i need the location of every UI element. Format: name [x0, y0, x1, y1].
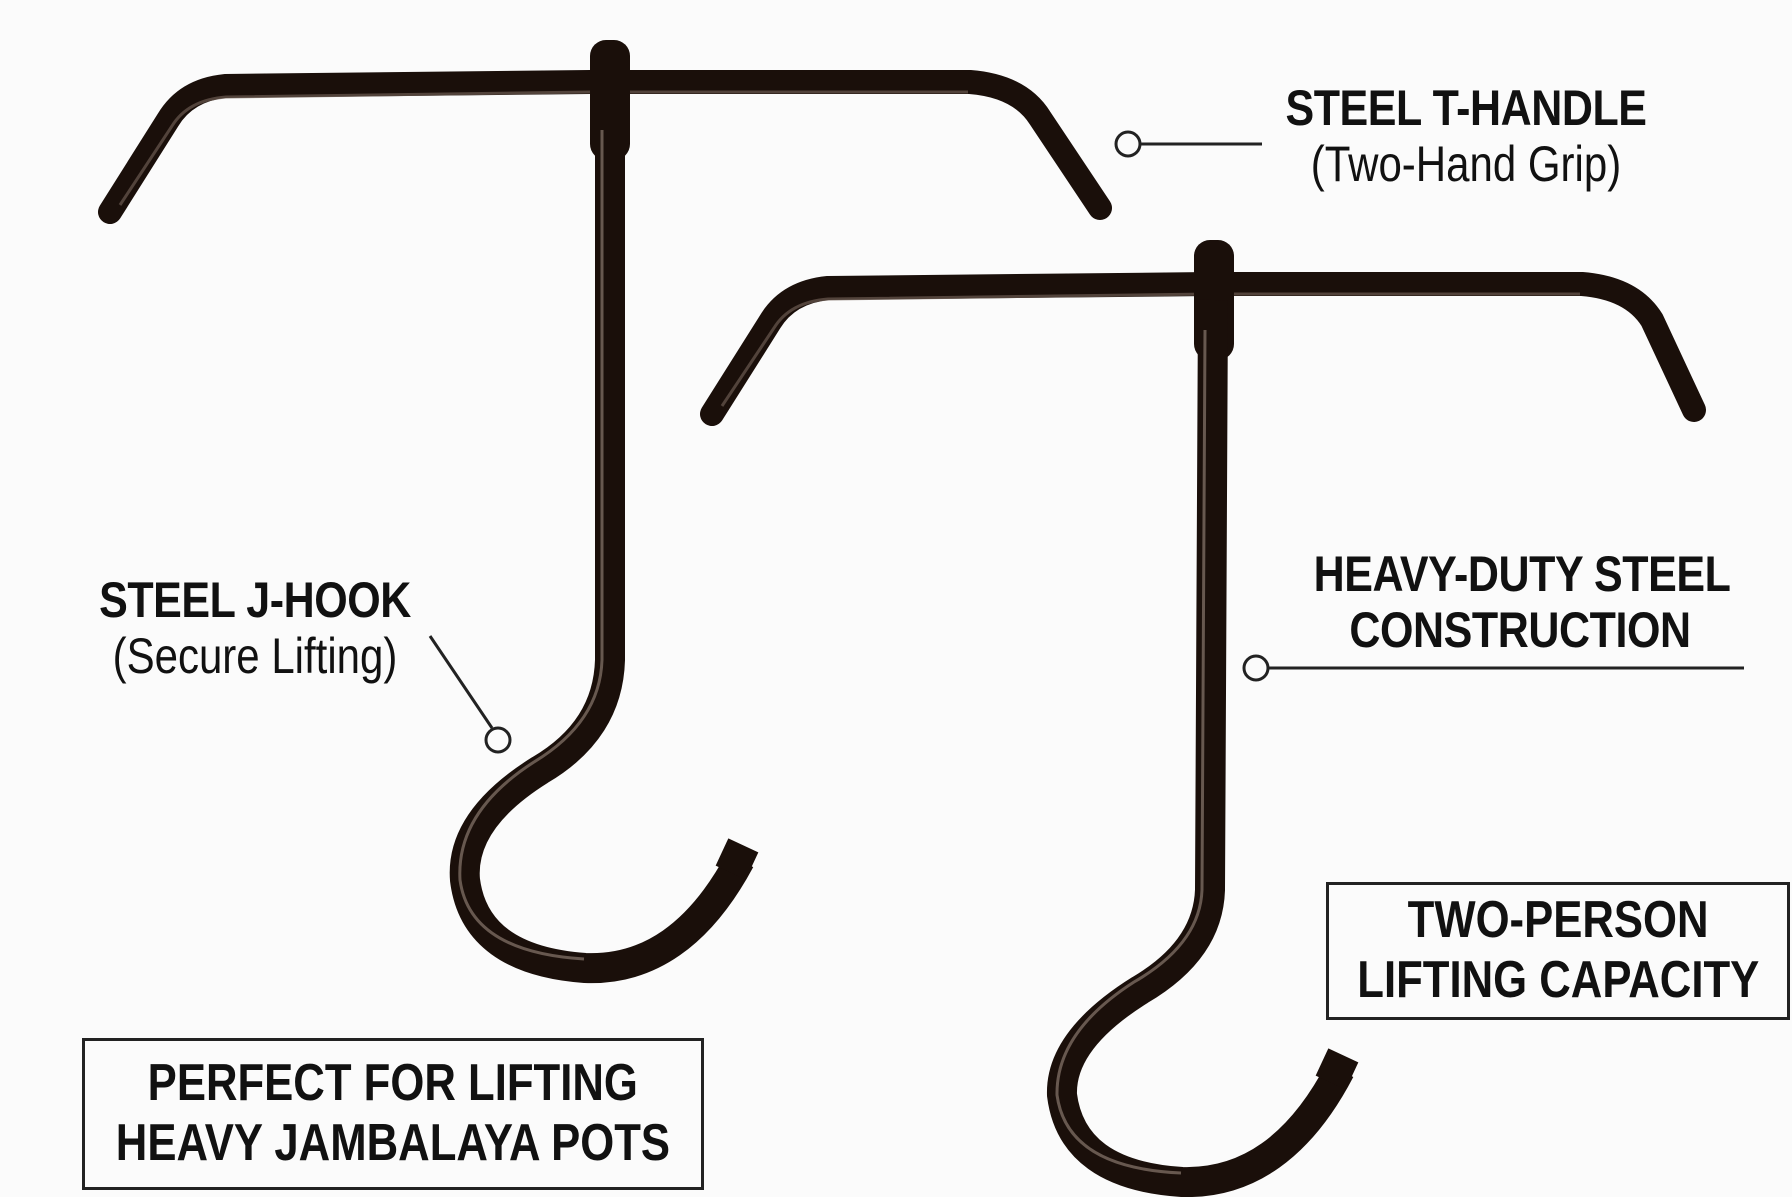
hook-left-t-handle-highlight — [118, 90, 968, 206]
two-person-line1: TWO-PERSON — [1407, 891, 1709, 950]
hook-left-tip — [715, 838, 759, 880]
t-handle-title: STEEL T-HANDLE — [1285, 80, 1647, 136]
two-person-box: TWO-PERSON LIFTING CAPACITY — [1326, 882, 1790, 1020]
construction-callout: HEAVY-DUTY STEEL CONSTRUCTION — [1280, 546, 1760, 658]
hook-left-shaft-highlight — [458, 130, 604, 961]
t-handle-subtitle: (Two-Hand Grip) — [1310, 136, 1622, 192]
circle-marker-icon — [1114, 130, 1142, 158]
hook-right-t-handle — [700, 272, 1706, 426]
j-hook-leader-line — [428, 635, 494, 729]
hook-right-shaft — [1047, 299, 1354, 1197]
j-hook-callout: STEEL J-HOOK (Secure Lifting) — [60, 572, 450, 684]
hook-right-tip — [1315, 1048, 1359, 1090]
callout-leaders — [428, 130, 1744, 754]
construction-line2: CONSTRUCTION — [1349, 602, 1691, 658]
hook-right-shaft-highlight — [1055, 329, 1207, 1175]
jambalaya-box: PERFECT FOR LIFTING HEAVY JAMBALAYA POTS — [82, 1038, 704, 1190]
j-hook-title: STEEL J-HOOK — [99, 572, 411, 628]
j-hook-subtitle: (Secure Lifting) — [112, 628, 398, 684]
hook-left — [98, 40, 1112, 984]
hook-right — [700, 240, 1706, 1197]
two-person-line2: LIFTING CAPACITY — [1357, 951, 1759, 1009]
circle-marker-icon — [1242, 654, 1270, 682]
hook-left-shaft — [449, 100, 754, 984]
construction-line1: HEAVY-DUTY STEEL — [1313, 546, 1731, 602]
jambalaya-line1: PERFECT FOR LIFTING — [147, 1054, 639, 1113]
hook-left-t-handle — [98, 70, 1112, 224]
t-handle-callout: STEEL T-HANDLE (Two-Hand Grip) — [1256, 80, 1676, 192]
jambalaya-line2: HEAVY JAMBALAYA POTS — [115, 1114, 671, 1172]
hook-right-t-handle-highlight — [720, 292, 1580, 407]
circle-marker-icon — [484, 726, 512, 754]
